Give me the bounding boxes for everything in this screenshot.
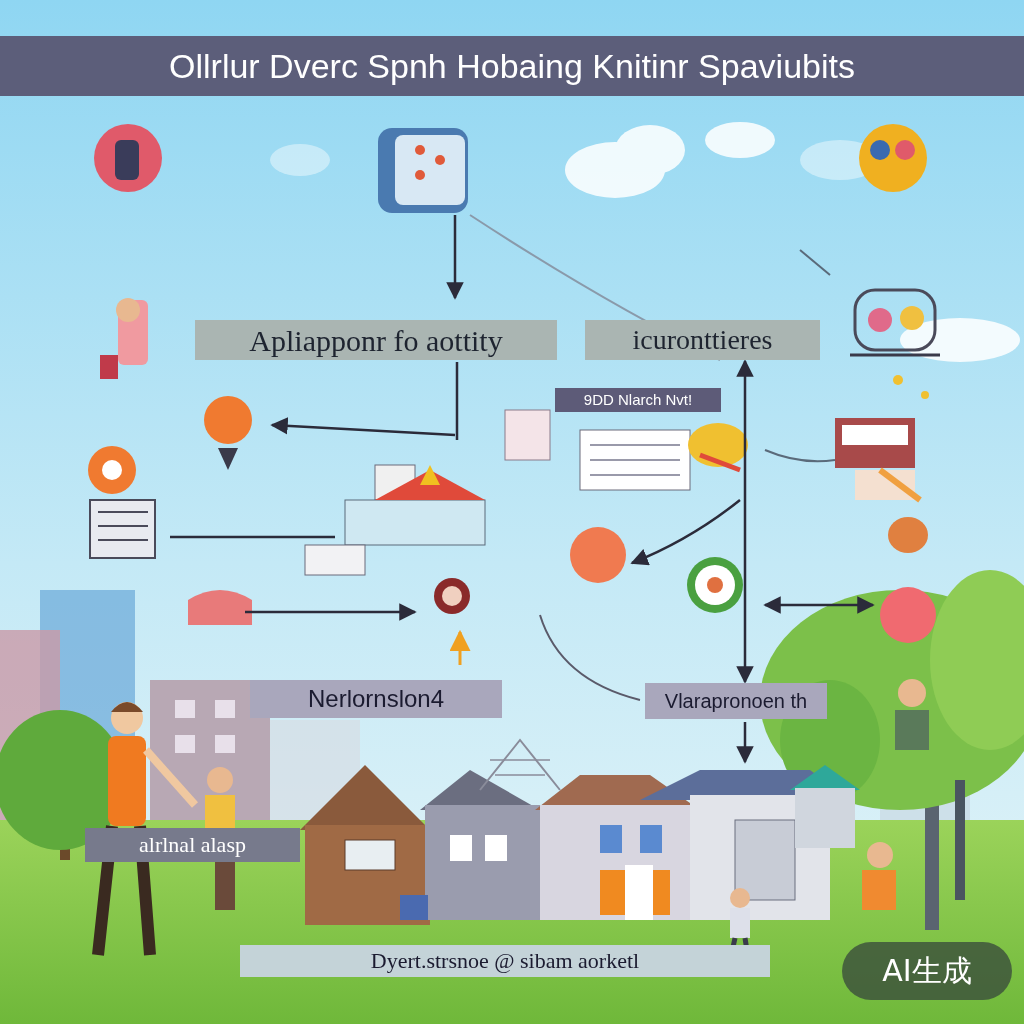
- label-band: icuronttieres: [585, 320, 820, 360]
- title-bar: [0, 36, 1024, 96]
- band-text: Vlarapronoen th: [665, 690, 807, 712]
- watermark-badge: AI生成: [842, 942, 1012, 1000]
- band-text: alrlnal alasp: [139, 833, 246, 857]
- band-text: icuronttieres: [633, 325, 773, 356]
- title-text-box: Ollrlur Dverc Spnh Hobaing Knitinr Spavi…: [0, 36, 1024, 96]
- label-band: Dyert.strsnoe @ sibam aorketl: [240, 945, 770, 977]
- label-band: alrlnal alasp: [85, 828, 300, 862]
- people: [98, 679, 929, 970]
- trees: [0, 570, 1024, 930]
- icons: [88, 124, 940, 643]
- icon-arrow: [459, 632, 462, 665]
- title: Ollrlur Dverc Spnh Hobaing Knitinr Spavi…: [169, 47, 855, 86]
- connector-arrow: [744, 361, 747, 682]
- band-text: Apliapponr fo aottity: [249, 324, 502, 357]
- houses: [300, 740, 860, 925]
- watermark: AI生成: [882, 951, 971, 992]
- band-text: Dyert.strsnoe @ sibam aorketl: [371, 949, 639, 973]
- label-band: Nerlornslon4: [250, 680, 502, 718]
- band-text: 9DD Nlarch Nvt!: [584, 392, 692, 409]
- icon-arrows: [170, 215, 873, 762]
- band-text: Nerlornslon4: [308, 686, 444, 712]
- label-band: Vlarapronoen th: [645, 683, 827, 719]
- label-band: 9DD Nlarch Nvt!: [555, 388, 721, 412]
- label-band: Apliapponr fo aottity: [195, 320, 557, 360]
